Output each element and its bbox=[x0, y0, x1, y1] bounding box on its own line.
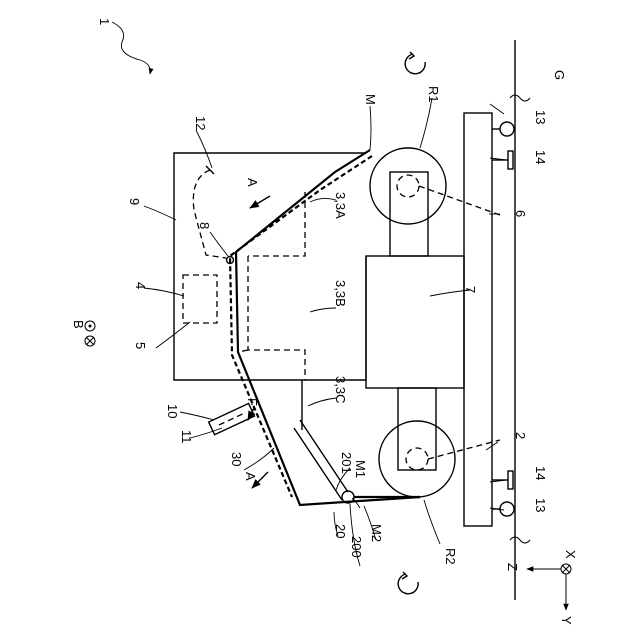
label-support-block: 7 bbox=[463, 286, 478, 293]
roller-arm-bottom bbox=[398, 388, 436, 470]
cable-12 bbox=[193, 170, 226, 258]
leader-device bbox=[112, 22, 150, 74]
module-4 bbox=[183, 275, 217, 323]
label-guide-3c: 3,3C bbox=[333, 376, 348, 403]
rotation-arrow-bottom bbox=[398, 572, 418, 594]
label-force: F bbox=[245, 398, 260, 406]
arrow-a-upper bbox=[250, 196, 270, 208]
label-view-b: B bbox=[71, 320, 86, 329]
roller-arm-top bbox=[390, 172, 428, 256]
roller-r2 bbox=[379, 421, 500, 497]
label-wheel-bottom: 13 bbox=[533, 498, 548, 512]
label-belt-m2: M2 bbox=[369, 524, 384, 542]
label-bracket-top: 14 bbox=[533, 150, 548, 164]
base-plate bbox=[464, 113, 492, 526]
ground-line bbox=[510, 40, 530, 600]
label-arm-20: 20 bbox=[333, 524, 348, 538]
housing bbox=[174, 153, 366, 380]
label-guide-3a: 3,3A bbox=[333, 192, 348, 219]
label-direction-a-lower: A bbox=[243, 472, 258, 481]
label-belt-m1: M1 bbox=[353, 460, 368, 478]
guide-3c bbox=[238, 350, 248, 352]
label-texts: 1 G M R1 R2 6 2 7 9 10 11 12 13 13 14 14… bbox=[71, 18, 578, 625]
label-axis-2: 6 bbox=[513, 210, 528, 217]
coordinate-axes bbox=[527, 564, 571, 610]
label-sensor-unit: 10 bbox=[165, 404, 180, 418]
label-axis-y: Y bbox=[559, 616, 574, 625]
label-joint-201: 201 bbox=[339, 452, 354, 474]
label-sensor-element: 11 bbox=[179, 430, 194, 444]
label-roller1: R1 bbox=[426, 86, 441, 103]
label-housing: 9 bbox=[127, 198, 142, 205]
label-guide-3b: 3,3B bbox=[333, 280, 348, 307]
label-bracket-bottom: 14 bbox=[533, 466, 548, 480]
label-belt: M bbox=[363, 94, 378, 105]
label-cable: 12 bbox=[193, 116, 208, 130]
label-roller2: R2 bbox=[443, 548, 458, 565]
label-connector-8: 8 bbox=[197, 222, 212, 229]
wheel-top bbox=[492, 122, 514, 136]
cable-12-end bbox=[206, 166, 214, 174]
label-wheel-top: 13 bbox=[533, 110, 548, 124]
label-module-5: 5 bbox=[133, 342, 148, 349]
guide-3a bbox=[248, 192, 305, 256]
label-part-30: 30 bbox=[229, 452, 244, 466]
support-block bbox=[366, 256, 464, 388]
label-pivot-200: 200 bbox=[349, 536, 364, 558]
label-axis-z: Z bbox=[505, 563, 520, 571]
label-ground: G bbox=[552, 70, 567, 80]
label-axis-6: 2 bbox=[513, 432, 528, 439]
label-device: 1 bbox=[97, 18, 112, 25]
label-axis-x: X bbox=[563, 550, 578, 559]
label-module-4: 4 bbox=[133, 282, 148, 289]
rotation-arrow-top bbox=[405, 52, 425, 74]
guide-3b bbox=[248, 256, 305, 380]
leader-lines bbox=[144, 98, 506, 566]
belt bbox=[236, 150, 420, 505]
label-direction-a-upper: A bbox=[245, 178, 260, 187]
